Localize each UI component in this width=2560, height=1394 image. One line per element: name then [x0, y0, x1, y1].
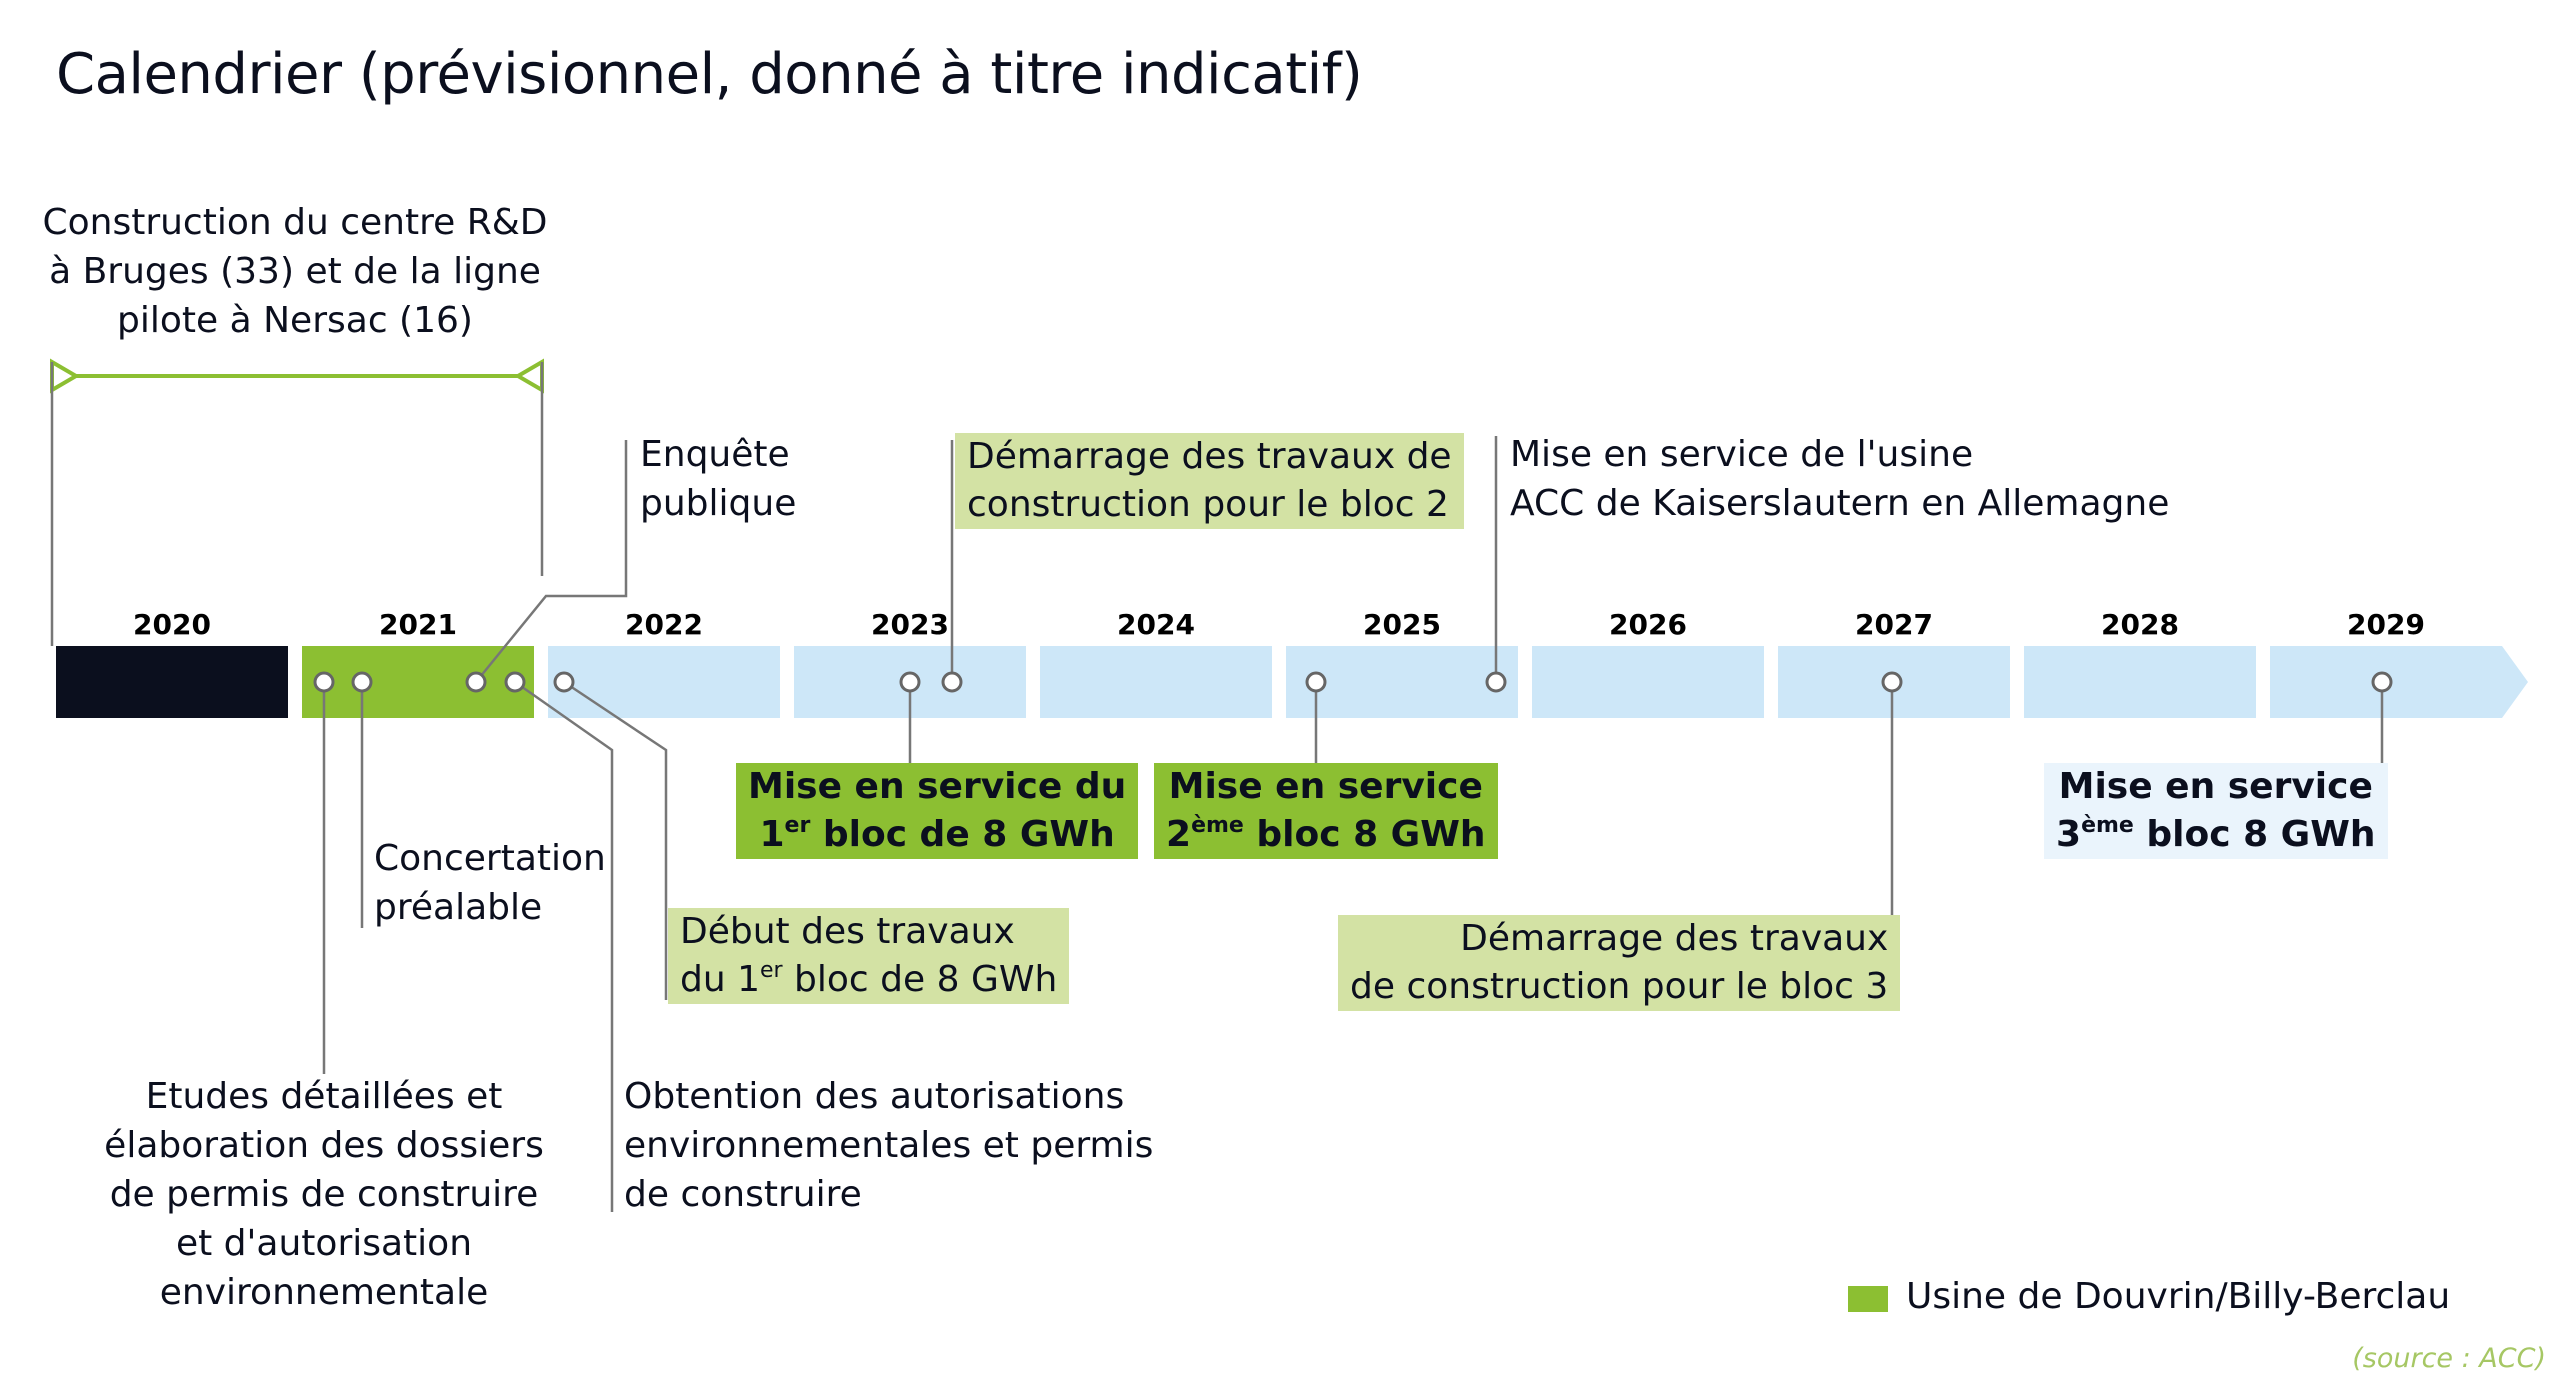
service-bloc1-box: Mise en service du 1er bloc de 8 GWh — [736, 763, 1139, 859]
label-line: à Bruges (33) et de la ligne — [49, 251, 541, 292]
label-line: publique — [640, 483, 797, 524]
demarrage-bloc2-box: Démarrage des travaux de construction po… — [955, 433, 1464, 529]
label-line: Mise en service du — [748, 766, 1127, 807]
milestone-service-bloc3 — [2371, 671, 2393, 693]
label-line: Mise en service de l'usine — [1510, 434, 1974, 475]
connector-lines — [322, 436, 2384, 1212]
debut-travaux-box: Début des travaux du 1er bloc de 8 GWh — [668, 908, 1070, 1004]
label-line: Construction du centre R&D — [42, 202, 548, 243]
page-title: Calendrier (prévisionnel, donné à titre … — [56, 42, 1363, 107]
year-label: 2026 — [1609, 608, 1687, 641]
concertation-label: Concertation préalable — [374, 834, 606, 932]
rd-bracket — [50, 358, 544, 646]
milestone-kaiserslautern — [1485, 671, 1507, 693]
segment-2020 — [56, 646, 288, 718]
milestone-concertation — [351, 671, 373, 693]
year-label: 2027 — [1855, 608, 1933, 641]
label-line: Mise en service — [2058, 766, 2373, 807]
legend-swatch — [1848, 1286, 1888, 1312]
label-line: pilote à Nersac (16) — [117, 300, 473, 341]
demarrage-bloc3-box: Démarrage des travaux de construction po… — [1338, 915, 1901, 1011]
milestone-debut-travaux — [553, 671, 575, 693]
label-line: du 1er bloc de 8 GWh — [680, 958, 1058, 1000]
label-line: Mise en service — [1168, 766, 1483, 807]
milestone-service-bloc1 — [899, 671, 921, 693]
milestone-demarrage-bloc3 — [1881, 671, 1903, 693]
segment-2026 — [1532, 646, 1764, 718]
segment-2029 — [2270, 646, 2528, 718]
label-line: Enquête — [640, 434, 790, 475]
milestone-etudes — [313, 671, 335, 693]
year-label: 2029 — [2347, 608, 2425, 641]
year-label: 2021 — [379, 608, 457, 641]
service-bloc3-box: Mise en service 3ème bloc 8 GWh — [2044, 763, 2388, 859]
label-line: Etudes détaillées et — [145, 1076, 503, 1117]
service-bloc2-box: Mise en service 2ème bloc 8 GWh — [1154, 763, 1498, 859]
segment-2021 — [302, 646, 534, 718]
milestone-service-bloc2 — [1305, 671, 1327, 693]
label-line: élaboration des dossiers — [104, 1125, 544, 1166]
label-line: et d'autorisation — [175, 1223, 473, 1264]
year-label: 2025 — [1363, 608, 1441, 641]
label-line: 3ème bloc 8 GWh — [2056, 813, 2376, 855]
year-label: 2024 — [1117, 608, 1195, 641]
segment-2022 — [548, 646, 780, 718]
label-line: 2ème bloc 8 GWh — [1166, 813, 1486, 855]
label-line: Démarrage des travaux de — [967, 436, 1452, 477]
label-line: de permis de construire — [109, 1174, 539, 1215]
kaiserslautern-label: Mise en service de l'usine ACC de Kaiser… — [1510, 430, 2169, 528]
segment-2024 — [1040, 646, 1272, 718]
milestone-obtention — [504, 671, 526, 693]
year-label: 2023 — [871, 608, 949, 641]
label-line: Obtention des autorisations — [624, 1076, 1125, 1117]
label-line: environnementale — [159, 1272, 489, 1313]
milestone-demarrage-bloc2 — [941, 671, 963, 693]
enquete-label: Enquête publique — [640, 430, 796, 528]
label-line: préalable — [374, 887, 543, 928]
label-line: 1er bloc de 8 GWh — [759, 813, 1115, 855]
segment-2028 — [2024, 646, 2256, 718]
label-line: de construction pour le bloc 3 — [1350, 966, 1889, 1007]
year-label: 2020 — [133, 608, 211, 641]
source-note: (source : ACC) — [2352, 1343, 2546, 1374]
label-line: environnementales et permis — [624, 1125, 1154, 1166]
label-line: ACC de Kaiserslautern en Allemagne — [1510, 483, 2170, 524]
milestone-enquete — [465, 671, 487, 693]
label-line: Concertation — [374, 838, 606, 879]
label-line: Démarrage des travaux — [1460, 918, 1889, 959]
label-line: Début des travaux — [680, 911, 1015, 952]
year-label: 2028 — [2101, 608, 2179, 641]
milestones — [313, 671, 2393, 693]
etudes-label: Etudes détaillées et élaboration des dos… — [84, 1072, 564, 1317]
legend-label: Usine de Douvrin/Billy-Berclau — [1906, 1276, 2451, 1317]
year-label: 2022 — [625, 608, 703, 641]
label-line: construction pour le bloc 2 — [967, 484, 1449, 525]
obtention-label: Obtention des autorisations environnemen… — [624, 1072, 1153, 1219]
label-line: de construire — [624, 1174, 862, 1215]
rd-construction-label: Construction du centre R&D à Bruges (33)… — [40, 198, 550, 345]
